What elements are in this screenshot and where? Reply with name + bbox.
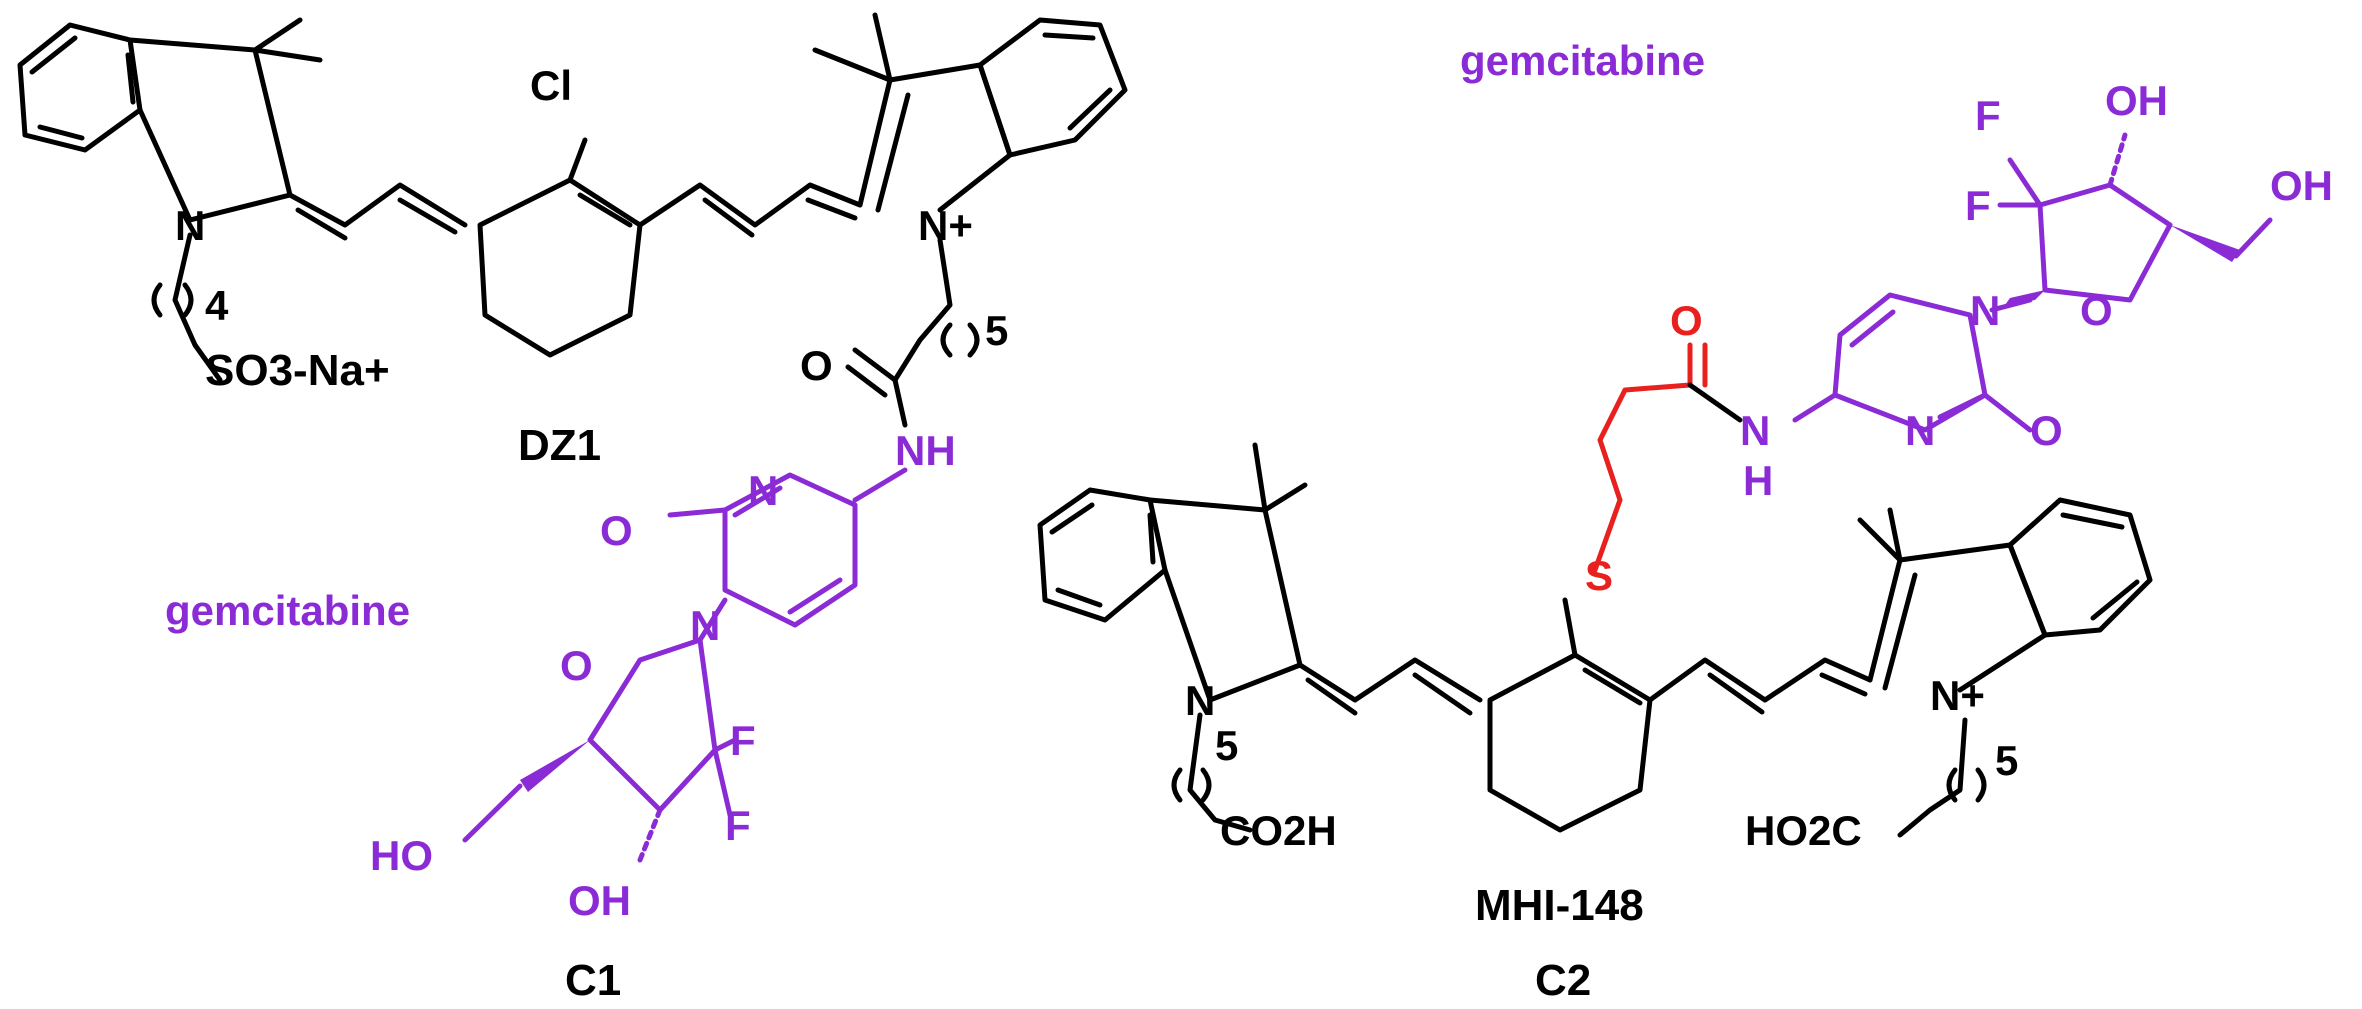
c1-n1-label: N [690, 602, 720, 649]
dz1-name: DZ1 [518, 421, 601, 470]
gemcitabine-left-label: gemcitabine [165, 587, 410, 634]
dz1-structure [17, 12, 1128, 428]
c2-structure [1037, 132, 2273, 838]
c2-name: C2 [1535, 956, 1591, 1005]
dz1-n-label: N [175, 202, 205, 249]
c1-nh-label: NH [895, 427, 956, 474]
gemcitabine-top-label: gemcitabine [1460, 37, 1705, 84]
c2-n-label: N [1185, 677, 1215, 724]
c2-ho2c-label: HO2C [1745, 807, 1862, 854]
dz1-nplus-label: N+ [918, 202, 973, 249]
c2-ring-o-label: O [2080, 287, 2113, 334]
c2-chain-5-right: 5 [1995, 737, 2018, 784]
c2-nplus-label: N+ [1930, 672, 1985, 719]
c2-oh-top-label: OH [2105, 77, 2168, 124]
c1-n-label: N [748, 467, 778, 514]
c2-o-label: O [1670, 297, 1703, 344]
mhi148-name: MHI-148 [1475, 881, 1644, 930]
c1-f1-label: F [730, 717, 756, 764]
c1-oh-label: OH [568, 877, 631, 924]
c2-nh-n-label: N [1740, 407, 1770, 454]
c2-nh-h-label: H [1743, 457, 1773, 504]
c1-ho-label: HO [370, 832, 433, 879]
dz1-so3na-label: SO3-Na+ [205, 346, 390, 395]
c1-gemcitabine-structure [462, 467, 908, 863]
dz1-o-label: O [800, 342, 833, 389]
c1-ring-o-label: O [560, 642, 593, 689]
c1-name: C1 [565, 956, 621, 1005]
c2-co2h-label: CO2H [1220, 807, 1337, 854]
c2-oh-right-label: OH [2270, 162, 2333, 209]
c1-f2-label: F [725, 802, 751, 849]
c2-pyr-o-label: O [2030, 407, 2063, 454]
c2-f2-label: F [1975, 92, 2001, 139]
dz1-chain-5: 5 [985, 307, 1008, 354]
dz1-cl-label: Cl [530, 62, 572, 109]
c2-f1-label: F [1965, 182, 1991, 229]
c2-pyr-n1-label: N [1970, 287, 2000, 334]
c2-s-label: S [1585, 552, 1613, 599]
c2-pyr-n-label: N [1905, 407, 1935, 454]
c1-o-label: O [600, 507, 633, 554]
dz1-chain-4: 4 [205, 282, 229, 329]
c2-chain-5-left: 5 [1215, 722, 1238, 769]
